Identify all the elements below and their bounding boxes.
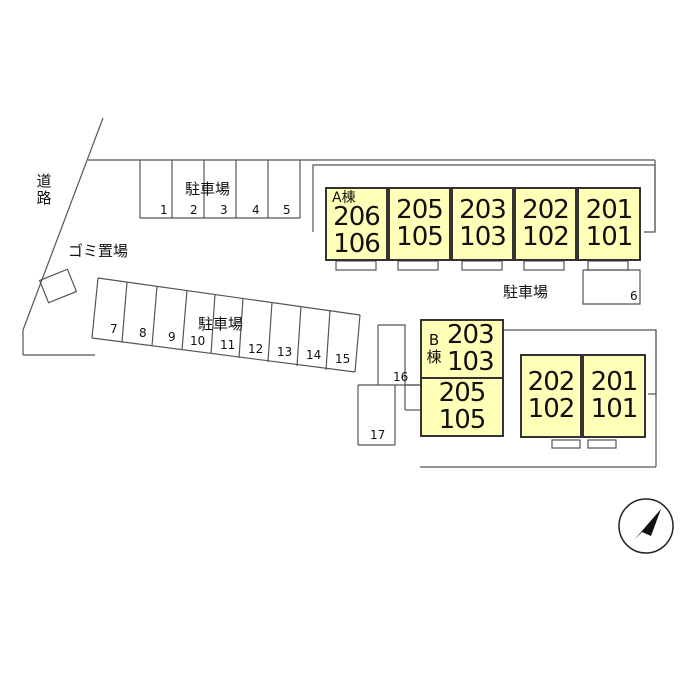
north-arrow-icon bbox=[618, 498, 674, 554]
parking-space-8: 8 bbox=[139, 326, 147, 340]
parking-space-1: 1 bbox=[160, 203, 168, 217]
parking-space-13: 13 bbox=[277, 345, 293, 359]
unit-upper: 205 bbox=[396, 195, 444, 225]
parking-label-right: 駐車場 bbox=[503, 283, 549, 301]
building-a-unit-206-106: A棟 206 106 bbox=[325, 187, 388, 261]
parking-space-10: 10 bbox=[190, 334, 206, 348]
building-a-unit-205-105: 205 105 bbox=[388, 187, 451, 261]
parking-space-5: 5 bbox=[283, 203, 291, 217]
parking-space-11: 11 bbox=[220, 338, 236, 352]
unit-lower: 102 bbox=[527, 394, 576, 424]
unit-upper: 205 bbox=[438, 378, 487, 408]
parking-space-9: 9 bbox=[168, 330, 176, 344]
unit-upper: 201 bbox=[585, 195, 634, 225]
garbage-area-box bbox=[38, 268, 78, 304]
building-b-unit-202-102: 202 102 bbox=[520, 354, 582, 438]
parking-space-15: 15 bbox=[335, 352, 351, 366]
building-a-unit-202-102: 202 102 bbox=[514, 187, 577, 261]
unit-lower: 103 bbox=[447, 347, 495, 377]
unit-upper: 202 bbox=[527, 367, 576, 397]
unit-lower: 103 bbox=[459, 222, 507, 252]
unit-lower: 105 bbox=[396, 222, 444, 252]
unit-lower: 101 bbox=[585, 222, 634, 252]
parking-space-3: 3 bbox=[220, 203, 228, 217]
building-a-unit-203-103: 203 103 bbox=[451, 187, 514, 261]
unit-upper: 203 bbox=[459, 195, 507, 225]
building-b-unit-203-103: B 棟 203 103 bbox=[420, 319, 504, 379]
parking-label-middle: 駐車場 bbox=[198, 315, 244, 333]
parking-space-14: 14 bbox=[306, 348, 322, 362]
unit-lower: 106 bbox=[333, 229, 381, 259]
building-a-unit-201-101: 201 101 bbox=[577, 187, 641, 261]
parking-space-12: 12 bbox=[248, 342, 264, 356]
garbage-area-label: ゴミ置場 bbox=[68, 242, 129, 260]
unit-upper: 202 bbox=[522, 195, 570, 225]
parking-space-6: 6 bbox=[630, 289, 638, 303]
parking-label-top: 駐車場 bbox=[185, 180, 231, 198]
building-b-unit-205-105: 205 105 bbox=[420, 377, 504, 437]
unit-lower: 102 bbox=[522, 222, 570, 252]
parking-space-4: 4 bbox=[252, 203, 260, 217]
parking-space-2: 2 bbox=[190, 203, 198, 217]
parking-space-17: 17 bbox=[370, 428, 386, 442]
building-b-unit-201-101: 201 101 bbox=[582, 354, 646, 438]
building-a-name: A棟 bbox=[332, 190, 356, 206]
unit-upper: 203 bbox=[447, 320, 495, 350]
building-b-name: B 棟 bbox=[426, 331, 442, 366]
unit-upper: 206 bbox=[333, 202, 381, 232]
road-label: 道 路 bbox=[36, 172, 52, 207]
parking-space-7: 7 bbox=[110, 322, 118, 336]
parking-space-16: 16 bbox=[393, 370, 409, 384]
unit-lower: 101 bbox=[590, 394, 639, 424]
unit-upper: 201 bbox=[590, 367, 639, 397]
unit-lower: 105 bbox=[438, 405, 487, 435]
